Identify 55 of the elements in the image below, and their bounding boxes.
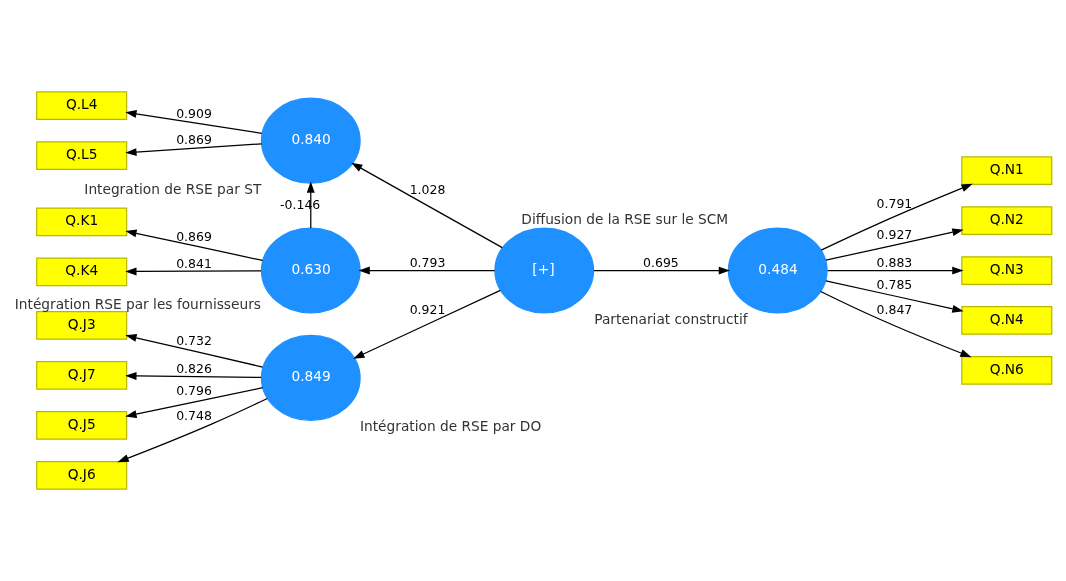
arrow <box>125 333 264 368</box>
edge-label: 0.883 <box>876 254 913 270</box>
node-ellipse: [+] <box>494 227 595 314</box>
arrow <box>117 397 268 463</box>
arrow <box>593 266 730 275</box>
edge-label: 0.869 <box>176 228 212 244</box>
node-box: Q.J7 <box>36 361 128 390</box>
arrow <box>825 228 964 261</box>
edge-label: 0.793 <box>409 254 446 270</box>
arrow <box>125 372 262 380</box>
node-box: Q.L5 <box>36 141 128 171</box>
arrow <box>125 229 264 262</box>
arrow <box>351 162 503 249</box>
arrow <box>125 387 264 418</box>
node-ellipse: 0.484 <box>727 227 828 314</box>
edge-label: 0.826 <box>176 360 212 376</box>
edge-label: 0.927 <box>876 227 913 243</box>
arrow <box>826 266 964 275</box>
node-box: Q.N4 <box>961 306 1053 335</box>
node-box: Q.K1 <box>36 207 128 237</box>
edge-label: 0.785 <box>876 277 913 293</box>
node-box: Q.J5 <box>36 410 128 440</box>
arrow <box>820 183 973 251</box>
arrow <box>353 289 501 359</box>
arrow <box>125 267 262 276</box>
edge-label: 0.841 <box>176 256 212 272</box>
edge-label: 0.921 <box>409 302 446 318</box>
edge-label: 1.028 <box>409 182 446 198</box>
edge-label: 0.869 <box>176 132 212 148</box>
node-box: Q.J3 <box>36 311 128 340</box>
node-label: Diffusion de la RSE sur le SCM <box>521 211 729 228</box>
edge-label: 0.695 <box>643 254 679 270</box>
arrow <box>825 280 964 313</box>
arrow <box>125 110 263 134</box>
edge-label: 0.791 <box>876 196 913 212</box>
node-box: Q.J6 <box>36 460 128 490</box>
edge-label: 0.909 <box>176 106 212 122</box>
node-label: Intégration RSE par les fournisseurs <box>14 295 261 312</box>
node-box: Q.N2 <box>961 206 1053 235</box>
node-label: Integration de RSE par ST <box>84 181 262 198</box>
arrow <box>820 290 972 358</box>
node-box: Q.N3 <box>961 256 1053 285</box>
arrow <box>358 266 496 275</box>
node-ellipse: 0.849 <box>260 334 361 421</box>
node-label: Intégration de RSE par DO <box>359 418 542 435</box>
node-box: Q.L4 <box>36 91 128 121</box>
node-box: Q.N6 <box>961 356 1053 385</box>
edge-label: 0.847 <box>876 302 913 318</box>
node-ellipse: 0.630 <box>260 227 361 314</box>
edge-label: 0.796 <box>176 383 212 399</box>
node-box: Q.N1 <box>961 156 1053 185</box>
arrow <box>125 143 263 157</box>
edge-label: 0.732 <box>176 333 212 349</box>
edge-label: 0.748 <box>176 408 212 424</box>
node-box: Q.K4 <box>36 257 128 287</box>
